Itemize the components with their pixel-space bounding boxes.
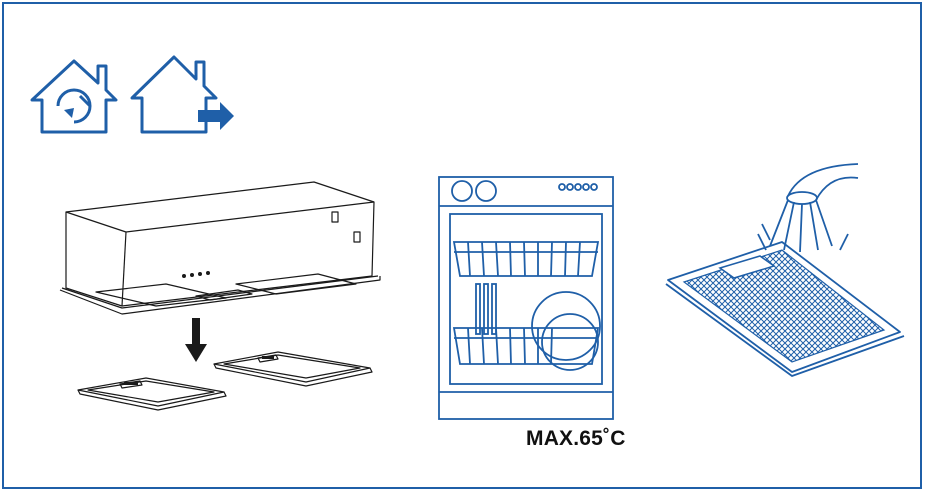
house-extraction-icon [130,55,234,134]
instruction-panel [2,2,922,489]
grease-filters-illustration [77,351,373,411]
cooker-hood-illustration [59,181,381,315]
down-arrow-icon [185,318,207,362]
max-temperature-label: MAX.65˚C [526,427,626,450]
dishwasher-illustration [438,176,614,420]
filter-rinse-illustration [665,163,905,377]
house-recirculation-icon [30,59,118,134]
